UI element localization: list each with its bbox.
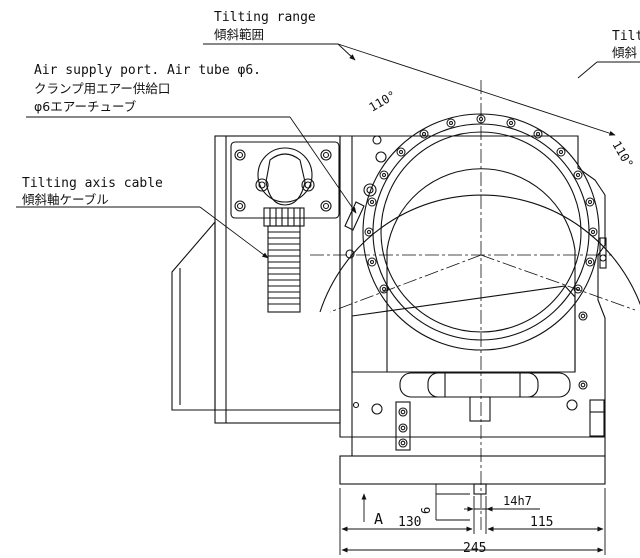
tilting-range-label-jp: 傾斜範囲 <box>214 27 264 42</box>
angle-right-label: 110° <box>609 139 636 171</box>
tilting-range-label: Tilting range <box>214 10 316 25</box>
tilting-range-label-cut-jp: 傾斜 <box>612 45 638 60</box>
air-supply-label-jp1: クランプ用エアー供給口 <box>34 81 170 96</box>
air-fitting <box>344 201 365 231</box>
clamp-handle <box>399 372 571 398</box>
view-label-a: A <box>374 510 383 528</box>
base-plate <box>339 455 606 485</box>
table-housing <box>339 135 606 438</box>
air-supply-label-jp2: φ6エアーチューブ <box>34 99 137 114</box>
tilting-cable-label: Tilting axis cable <box>22 176 163 191</box>
motor-body <box>214 135 341 424</box>
dim-130-label: 130 <box>398 515 421 530</box>
tilting-cable-label-jp: 傾斜軸ケーブル <box>22 192 109 207</box>
connector-plate <box>230 141 340 219</box>
air-supply-label: Air supply port. Air tube φ6. <box>34 63 261 78</box>
key-depth-label: 6 <box>419 507 433 514</box>
tilting-range-arc <box>319 194 640 313</box>
key-width-label: 14h7 <box>503 494 532 508</box>
angle-left-label: 110° <box>367 88 399 115</box>
dim-115-label: 115 <box>530 515 553 530</box>
motor-wedge <box>171 220 216 411</box>
tilting-range-label-cut: Tilt <box>612 29 640 44</box>
dim-245-label: 245 <box>463 541 486 556</box>
